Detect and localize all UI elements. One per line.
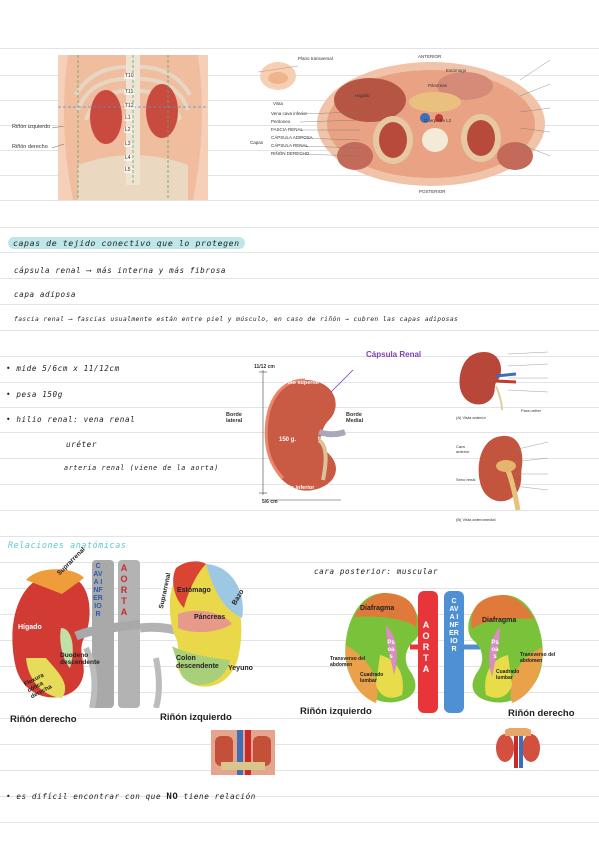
label-seno-renal: Seno renal (456, 477, 476, 482)
note-mide: • mide 5/6cm x 11/12cm (6, 364, 120, 373)
cross-section-list-item: Vena cava inferior (271, 111, 308, 116)
kidney-measure-figure (255, 363, 365, 505)
label-duodeno: Duodeno descendente (60, 652, 100, 666)
cross-section-list-item: RIÑÓN DERECHO (271, 151, 310, 156)
small-kidney-leaders (508, 351, 548, 491)
label-pancreas-ant: Páncreas (194, 614, 226, 621)
note-arteria: arteria renal (viene de la aorta) (64, 464, 219, 472)
note-fascia-renal: fascia renal ⟶ fascias usualmente están … (14, 316, 459, 323)
label-view: Vista (273, 101, 283, 106)
label-colon: Colon descendente (176, 655, 219, 670)
cross-section-list-item: FASCIA RENAL (271, 127, 304, 132)
torso-icon (257, 58, 299, 103)
label-right-kidney-back: Riñón derecho (12, 144, 48, 150)
note-dificil: • es difícil encontrar con que NO tiene … (6, 792, 256, 802)
kidney-capsule: Cápsula Renal (366, 350, 422, 359)
label-transverso-left: Transverso del abdomen (330, 656, 366, 668)
aorta-post-vertical: AORTA (422, 620, 430, 674)
psoas-right-vertical: Psoas (491, 640, 499, 660)
leader-lines-back (52, 126, 64, 148)
label-vertebra: Cuerpo de L2 (424, 118, 452, 123)
kidney-width: 5/6 cm (262, 499, 278, 505)
vertebra-label: L5 (124, 167, 132, 173)
vertebra-label: L4 (124, 155, 132, 161)
note-pesa: • pesa 150g (6, 390, 63, 399)
label-diafragma-left: Diafragma (360, 605, 395, 612)
vena-cava-post-vertical: CAVA INFERIOR (449, 598, 459, 653)
vertebra-label: T11 (124, 89, 135, 95)
kidney-lateral: Borde lateral (226, 412, 243, 424)
note-capa-adiposa: capa adiposa (14, 290, 77, 299)
kidney-lower-pole: Polo inferior (282, 485, 315, 491)
label-estomago: Estómago (177, 587, 211, 594)
label-left-kidney-back: Riñón izquierdo (12, 124, 51, 130)
label-posterior: POSTERIOR (419, 189, 446, 194)
thumbnail-anterior (211, 730, 275, 775)
label-left-kidney-post: Riñón izquierdo (300, 706, 372, 717)
cross-right-leaders (520, 60, 550, 157)
note-cara-posterior: cara posterior: muscular (314, 567, 439, 576)
cross-section-figure (315, 60, 547, 188)
label-stomach: Estómago (446, 68, 467, 73)
capas-heading: capas de tejido conectivo que lo protege… (8, 237, 245, 249)
kidney-upper-pole: Polo superior (284, 380, 320, 386)
kidney-height: 11/12 cm (254, 364, 275, 370)
vertebra-label: T10 (124, 73, 135, 79)
note-dificil-post: tiene relación (183, 792, 256, 801)
cross-leaders (300, 112, 360, 157)
vertebra-label: L3 (124, 141, 132, 147)
label-right-kidney-ant: Riñón derecho (10, 714, 77, 725)
label-vista-anteromedial: (B) Vista anteromedial (456, 517, 496, 522)
label-plane: Plano transversal (298, 56, 333, 61)
note-dificil-pre: • es difícil encontrar con que (6, 792, 162, 801)
vena-cava-vertical-label: CAVA INFERIOR (93, 563, 103, 618)
label-cara-anterior: Cara anterior (456, 444, 470, 454)
relations-posterior-figure (340, 585, 548, 713)
label-diafragma-right: Diafragma (482, 617, 517, 624)
kidney-hilum: Hilio renal (318, 436, 345, 442)
note-hilio: • hilio renal: vena renal (6, 415, 136, 424)
note-dificil-no: NO (166, 792, 179, 802)
psoas-left-vertical: Psoas (387, 640, 395, 660)
capas-heading-text: capas de tejido conectivo que lo protege… (8, 237, 245, 249)
label-yeyuno: Yeyuno (228, 665, 253, 672)
label-higado: Hígado (18, 624, 42, 631)
vertebra-label: L2 (124, 127, 132, 133)
cross-section-list-item: Peritoneo (271, 119, 291, 124)
label-para-ureter: Para uréter (521, 408, 542, 413)
vertebra-label: L1 (124, 115, 132, 121)
label-vista-anterior: (A) Vista anterior (456, 415, 486, 420)
label-liver: Hígado (355, 93, 370, 98)
label-pancreas: Páncreas (428, 83, 448, 88)
label-capas: Capas (250, 140, 264, 145)
note-capsula-renal: cápsula renal ⟶ más interna y más fibros… (14, 266, 227, 275)
thumbnail-posterior (495, 727, 541, 768)
label-cuadrado-left: Cuadrado lumbar (360, 672, 384, 684)
label-right-kidney-post: Riñón derecho (508, 708, 575, 719)
aorta-vertical-label: AORTA (120, 563, 128, 617)
kidney-anteromedial-view (474, 432, 536, 511)
label-anterior: ANTERIOR (418, 54, 442, 59)
cross-section-list-item: CÁPSULA RENAL (271, 143, 309, 148)
kidney-anterior-view (456, 348, 526, 411)
note-ureter: uréter (66, 440, 98, 449)
relations-anterior-figure (6, 558, 254, 709)
label-transverso-right: Transverso del abdomen (520, 652, 556, 664)
label-cuadrado-right: Cuadrado lumbar (496, 669, 520, 681)
relaciones-heading: Relaciones anatómicas (8, 540, 127, 550)
vertebra-label: T12 (124, 103, 135, 109)
label-left-kidney-ant: Riñón izquierdo (160, 712, 232, 723)
kidney-medial: Borde Medial (346, 412, 364, 424)
cross-section-list-item: CÁPSULA ADIPOSA (271, 135, 313, 140)
kidney-weight: 150 g. (279, 437, 297, 443)
